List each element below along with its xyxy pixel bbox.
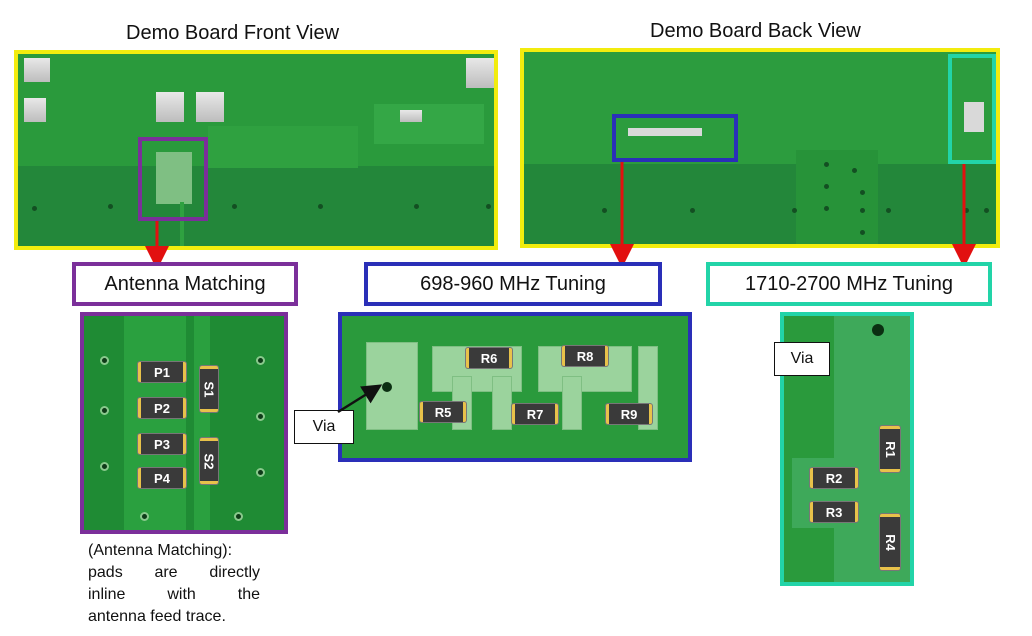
antenna-closeup-photo: P1 P2 P3 P4 S1 S2: [80, 312, 288, 534]
back-high-band-highlight: [948, 54, 996, 164]
component-p4: P4: [138, 468, 186, 488]
antenna-note: (Antenna Matching): pads are directly in…: [88, 542, 260, 625]
back-board-photo: [520, 48, 1000, 248]
component-r2: R2: [810, 468, 858, 488]
antenna-matching-label: Antenna Matching: [72, 262, 298, 306]
component-r3: R3: [810, 502, 858, 522]
component-r7: R7: [512, 404, 558, 424]
front-view-heading: Demo Board Front View: [126, 22, 340, 44]
component-r9: R9: [606, 404, 652, 424]
low-band-tuning-label: 698-960 MHz Tuning: [364, 262, 662, 306]
component-s2: S2: [200, 438, 218, 484]
front-board-photo: [14, 50, 498, 250]
front-antenna-highlight: [138, 137, 208, 221]
component-r5: R5: [420, 402, 466, 422]
component-r6: R6: [466, 348, 512, 368]
back-low-band-highlight: [612, 114, 738, 162]
back-view-heading: Demo Board Back View: [650, 20, 861, 42]
component-p3: P3: [138, 434, 186, 454]
low-band-closeup-photo: R6 R8 R5 R7 R9: [338, 312, 692, 462]
component-s1: S1: [200, 366, 218, 412]
component-r4: R4: [880, 514, 900, 570]
component-r8: R8: [562, 346, 608, 366]
high-band-tuning-label: 1710-2700 MHz Tuning: [706, 262, 992, 306]
component-p2: P2: [138, 398, 186, 418]
via-label-high-band: Via: [774, 342, 830, 376]
via-label-low-band: Via: [294, 410, 354, 444]
component-r1: R1: [880, 426, 900, 472]
component-p1: P1: [138, 362, 186, 382]
